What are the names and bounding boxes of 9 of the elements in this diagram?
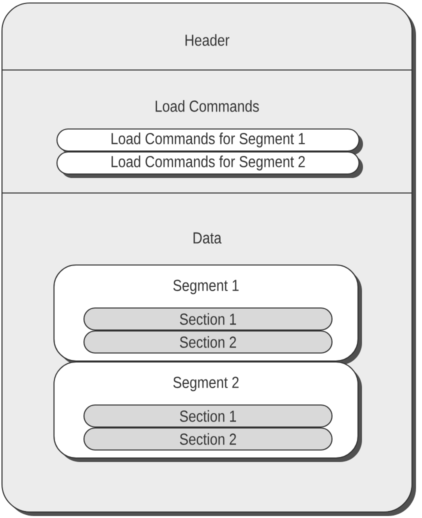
pill: Load Commands for Segment 1	[56, 128, 363, 155]
band: Header	[2, 4, 412, 70]
node-label: Load Commands	[156, 100, 259, 112]
node-label: Header	[186, 34, 230, 46]
pill: Section 2	[83, 427, 333, 451]
pill: Section 2	[83, 330, 333, 354]
pill: Section 1	[83, 307, 333, 331]
pill: Section 1	[83, 404, 333, 428]
pill: Load Commands for Segment 2	[56, 151, 363, 178]
